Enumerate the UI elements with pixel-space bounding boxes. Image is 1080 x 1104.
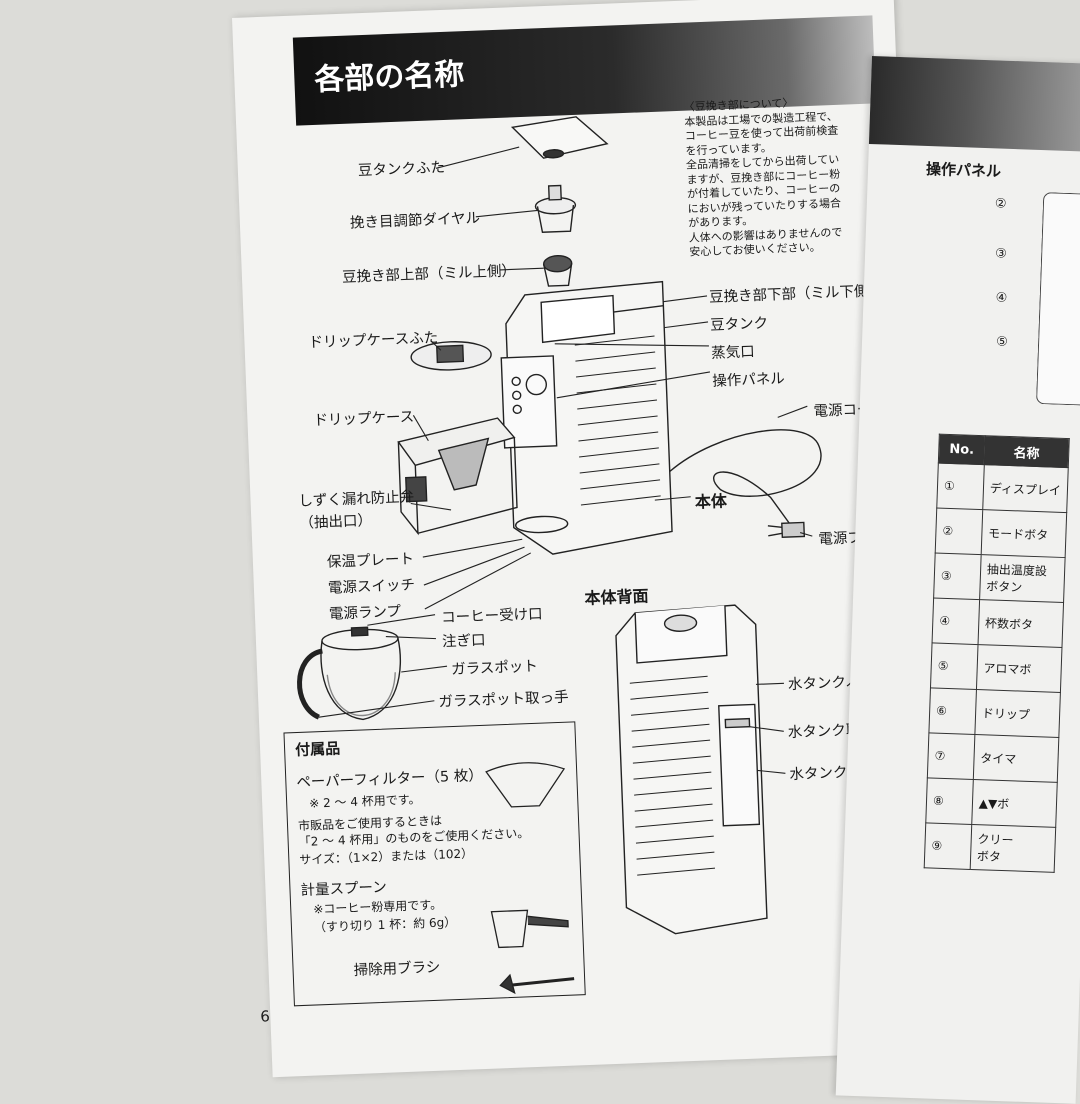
- label-drip-case: ドリップケース: [313, 409, 415, 430]
- table-cell-name: 抽出温度設 ボタン: [979, 554, 1066, 603]
- accessory-brush: 掃除用ブラシ: [353, 959, 441, 980]
- table-cell-name: ▲▼ボ: [971, 779, 1058, 828]
- mill-upper-drawing: [542, 254, 573, 287]
- panel-number: ④: [995, 290, 1008, 306]
- leader-lines: [318, 146, 813, 774]
- coffee-maker-body-drawing: [500, 280, 673, 555]
- table-cell-name: クリー ボタ: [969, 824, 1056, 873]
- accessory-filter-note: ※ 2 ～ 4 杯用です。: [308, 792, 421, 811]
- label-glass-pot: ガラスポット: [450, 658, 539, 679]
- table-cell-name: ディスプレイ: [982, 464, 1069, 513]
- table-cell-no: ③: [933, 553, 981, 600]
- label-bean-tank: 豆タンク: [709, 315, 769, 334]
- right-title-bar: [868, 56, 1080, 153]
- table-cell-no: ④: [932, 597, 980, 645]
- table-cell-no: ⑧: [925, 777, 974, 825]
- label-spout: 注ぎ口: [441, 632, 486, 651]
- table-cell-name: ドリップ: [974, 689, 1061, 738]
- drip-case-lid-drawing: [410, 341, 492, 371]
- label-warming-plate: 保温プレート: [326, 551, 415, 571]
- accessory-spoon: 計量スプーン: [300, 879, 388, 900]
- parts-illustration: [297, 116, 822, 935]
- table-cell-no: ⑨: [924, 822, 972, 870]
- panel-title: 操作パネル: [925, 159, 1002, 181]
- label-body: 本体: [694, 491, 728, 512]
- table-cell-name: モードボタ: [980, 509, 1067, 558]
- table-cell-name: 杯数ボタ: [977, 599, 1064, 648]
- table-cell-no: ⑤: [930, 642, 978, 690]
- table-header-row: No. 名称: [938, 434, 1070, 468]
- label-control-panel: 操作パネル: [712, 371, 786, 390]
- label-drip-stop-valve-sub: （抽出口）: [299, 513, 373, 532]
- control-panel-diagram: [1035, 192, 1080, 407]
- page-number: 6: [260, 1007, 271, 1026]
- cleaning-brush-icon: [499, 973, 575, 995]
- table-cell-no: ⑥: [928, 687, 977, 735]
- measuring-spoon-icon: [490, 909, 569, 949]
- label-steam-port: 蒸気口: [710, 344, 756, 362]
- accessories-title: 付属品: [294, 739, 341, 760]
- table-header-name: 名称: [984, 435, 1070, 468]
- power-cord-drawing: [669, 429, 822, 538]
- label-drip-stop-valve: しずく漏れ防止弁: [298, 489, 415, 510]
- table-cell-no: ①: [936, 463, 985, 510]
- label-back-title: 本体背面: [584, 586, 649, 608]
- table-cell-no: ⑦: [927, 732, 975, 780]
- drip-case-drawing: [397, 417, 518, 536]
- accessories-box: 付属品 ペーパーフィルター（5 枚） ※ 2 ～ 4 杯用です。 市販品をご使用…: [283, 721, 586, 1007]
- accessory-filter: ペーパーフィルター（5 枚）: [296, 767, 484, 792]
- paper-filter-icon: [485, 762, 566, 808]
- label-coffee-inlet: コーヒー受け口: [440, 606, 543, 627]
- grind-dial-drawing: [534, 184, 577, 233]
- back-view-drawing: [615, 604, 768, 935]
- table-row: ⑧▲▼ボ: [925, 777, 1058, 828]
- table-cell-no: ②: [935, 508, 983, 555]
- panel-number: ③: [994, 246, 1008, 262]
- table-cell-name: アロマボ: [976, 644, 1062, 693]
- mill-note: 〈豆挽き部について〉 本製品は工場での製造工程で、 コーヒー豆を使って出荷前検査…: [684, 93, 880, 260]
- glass-pot-drawing: [297, 626, 401, 721]
- manual-left-page: 各部の名称: [232, 0, 935, 1078]
- label-power-lamp: 電源ランプ: [328, 603, 402, 623]
- label-water-tank: 水タンク: [789, 764, 848, 784]
- bean-tank-lid-drawing: [510, 116, 609, 159]
- label-power-switch: 電源スイッチ: [327, 577, 416, 597]
- accessory-icons: [485, 762, 575, 995]
- label-bean-tank-lid: 豆タンクふた: [357, 159, 446, 180]
- table-header-no: No.: [938, 434, 986, 465]
- table-cell-name: タイマ: [973, 734, 1059, 783]
- panel-number: ⑤: [995, 334, 1009, 350]
- panel-number: ②: [994, 196, 1007, 212]
